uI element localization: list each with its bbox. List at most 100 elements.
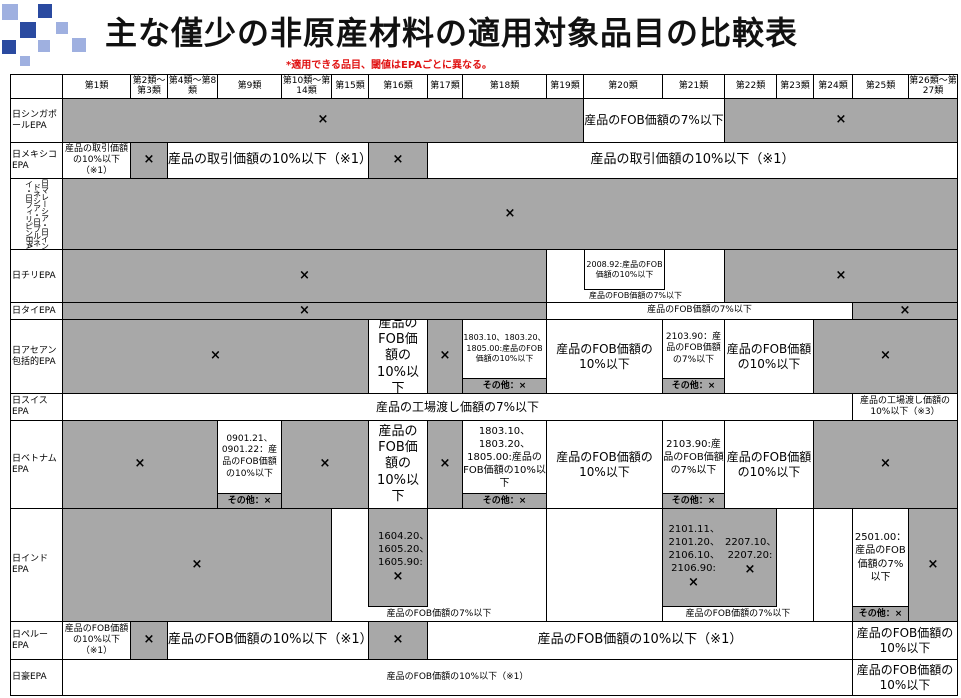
header-cell: 第25類 xyxy=(852,74,909,99)
threshold-cell: 産品のFOB価額の10%以下 xyxy=(368,319,428,394)
threshold-group: 2103.90:産品のFOB価額の7%以下 その他：× xyxy=(662,420,725,509)
not-applicable-cell: × xyxy=(813,420,958,509)
row-label: 日タイEPA xyxy=(10,302,63,320)
header-cell: 第15類 xyxy=(331,74,369,99)
not-applicable-cell: × xyxy=(813,319,958,394)
threshold-text: 産品のFOB価額の7%以下 xyxy=(588,291,683,300)
row-label: 日チリEPA xyxy=(10,249,63,303)
shaded-subcell: 2101.11、2101.20、2106.10、2106.90: × xyxy=(663,509,725,607)
not-applicable-cell: × xyxy=(724,249,958,303)
row-label: 日豪EPA xyxy=(10,659,63,696)
header-cell: 第18類 xyxy=(462,74,547,99)
not-applicable-cell: × xyxy=(724,98,958,143)
row-label: 日マレーシア・日インドネシア・日ブルネイ・日フィリピンEPA xyxy=(10,178,63,250)
row-label: 日シンガポールEPA xyxy=(10,98,63,143)
threshold-group: 2501.00：産品のFOB価額の7%以下 その他：× xyxy=(852,508,909,622)
header-cell: 第24類 xyxy=(813,74,853,99)
threshold-text: 産品のFOB価額の7%以下 xyxy=(685,608,791,619)
threshold-text: 産品のFOB価額の7%以下 xyxy=(386,608,492,619)
shaded-subcell: 2207.10、2207.20: × xyxy=(724,509,777,607)
not-applicable-cell: × xyxy=(281,420,369,509)
row-label: 日スイスEPA xyxy=(10,393,63,421)
not-applicable-cell: × xyxy=(130,142,168,179)
not-applicable-cell: × xyxy=(62,178,958,250)
threshold-cell: 産品の工場渡し価額の7%以下 xyxy=(62,393,853,421)
header-cell: 第26類～第27類 xyxy=(908,74,958,99)
not-applicable-cell: × xyxy=(62,302,547,320)
threshold-cell: 産品のFOB価額の10%以下（※1） xyxy=(62,621,131,660)
threshold-cell: 産品の工場渡し価額の10%以下（※3） xyxy=(852,393,958,421)
not-applicable-cell: × xyxy=(427,319,463,394)
other-text: その他：× xyxy=(482,495,527,506)
threshold-cell: 1803.10、1803.20、1805.00:産品のFOB価額の10%以下 xyxy=(463,320,546,379)
threshold-cell: 産品のFOB価額の10%以下 xyxy=(368,420,428,509)
not-applicable-cell: × xyxy=(62,249,547,303)
threshold-cell: 産品のFOB価額の10%以下（※1） xyxy=(167,621,369,660)
threshold-cell: 1803.10、1803.20、1805.00:産品のFOB価額の10%以下 xyxy=(463,421,546,494)
header-cell: 第20類 xyxy=(583,74,663,99)
row-label: 日メキシコEPA xyxy=(10,142,63,179)
hs-code-list: 2101.11、2101.20、2106.10、2106.90: xyxy=(668,524,720,575)
header-cell: 第21類 xyxy=(662,74,725,99)
threshold-cell: 産品のFOB価額の10%以下（※1） xyxy=(62,659,853,696)
threshold-cell: 産品のFOB価額の10%以下 xyxy=(852,659,958,696)
row-label: 日アセアン包括的EPA xyxy=(10,319,63,394)
not-applicable-mark: × xyxy=(392,568,404,584)
threshold-cell: 産品のFOB価額の10%以下 xyxy=(724,319,814,394)
not-applicable-cell: × xyxy=(62,319,369,394)
threshold-group: 1604.20、1605.20、1605.90: × 産品のFOB価額の7%以下 xyxy=(331,508,547,622)
not-applicable-cell: × xyxy=(368,142,428,179)
note-text: *適用できる品目、閾値はEPAごとに異なる。 xyxy=(286,60,493,71)
page-title: 主な僅少の非原産材料の適用対象品目の比較表 xyxy=(105,14,799,52)
header-corner xyxy=(10,74,63,99)
row-label: 日ベトナムEPA xyxy=(10,420,63,509)
header-cell: 第4類～第8類 xyxy=(167,74,218,99)
shaded-subcell: 1604.20、1605.20、1605.90: × xyxy=(368,509,430,607)
threshold-cell: 産品のFOB価額の7%以下 xyxy=(546,302,853,320)
threshold-cell: 産品のFOB価額の10%以下 xyxy=(724,420,814,509)
threshold-group: 1803.10、1803.20、1805.00:産品のFOB価額の10%以下 そ… xyxy=(462,319,547,394)
threshold-cell: 産品の取引価額の10%以下（※1） xyxy=(427,142,958,179)
threshold-group: 2103.90：産品のFOB価額の7%以下 その他：× xyxy=(662,319,725,394)
threshold-group: 1803.10、1803.20、1805.00:産品のFOB価額の10%以下 そ… xyxy=(462,420,547,509)
threshold-cell: 2501.00：産品のFOB価額の7%以下 xyxy=(853,509,908,607)
threshold-cell: 産品の取引価額の10%以下（※1） xyxy=(62,142,131,179)
threshold-group: 0901.21、0901.22：産品のFOB価額の10%以下 その他：× xyxy=(217,420,282,509)
threshold-group: 2101.11、2101.20、2106.10、2106.90: × 2207.… xyxy=(662,508,814,622)
not-applicable-cell: × xyxy=(368,621,428,660)
row-label: 日ペルーEPA xyxy=(10,621,63,660)
other-text: その他：× xyxy=(671,380,716,391)
threshold-cell: 産品のFOB価額の10%以下（※1） xyxy=(427,621,853,660)
empty-cell xyxy=(813,508,853,622)
header-cell: 第17類 xyxy=(427,74,463,99)
hs-code-list: 2207.10、2207.20: xyxy=(725,537,777,562)
empty-cell xyxy=(546,508,663,622)
threshold-cell: 0901.21、0901.22：産品のFOB価額の10%以下 xyxy=(218,421,281,494)
threshold-cell: 2103.90:産品のFOB価額の7%以下 xyxy=(663,421,724,494)
other-text: その他：× xyxy=(858,608,903,619)
not-applicable-cell: × xyxy=(62,508,332,622)
decorative-squares xyxy=(0,0,95,68)
threshold-cell: 産品のFOB価額の7%以下 xyxy=(583,98,725,143)
header-cell: 第22類 xyxy=(724,74,777,99)
hs-code-list: 1604.20、1605.20、1605.90: xyxy=(378,530,430,568)
header-cell: 第2類～第3類 xyxy=(130,74,168,99)
not-applicable-cell: × xyxy=(62,98,584,143)
other-text: その他：× xyxy=(482,380,527,391)
header-cell: 第10類～第14類 xyxy=(281,74,332,99)
other-text: その他：× xyxy=(227,495,272,506)
not-applicable-cell: × xyxy=(908,508,958,622)
not-applicable-cell: × xyxy=(427,420,463,509)
threshold-group: 2008.92:産品のFOB価額の10%以下 産品のFOB価額の7%以下 xyxy=(546,249,725,303)
threshold-cell: 産品の取引価額の10%以下（※1） xyxy=(167,142,369,179)
threshold-cell: 2103.90：産品のFOB価額の7%以下 xyxy=(663,320,724,379)
not-applicable-cell: × xyxy=(130,621,168,660)
header-cell: 第9類 xyxy=(217,74,282,99)
not-applicable-mark: × xyxy=(744,562,756,578)
threshold-cell: 産品のFOB価額の10%以下 xyxy=(852,621,958,660)
header-cell: 第23類 xyxy=(776,74,814,99)
row-label: 日インドEPA xyxy=(10,508,63,622)
threshold-cell: 産品のFOB価額の10%以下 xyxy=(546,319,663,394)
not-applicable-cell: × xyxy=(62,420,218,509)
threshold-cell: 産品のFOB価額の10%以下 xyxy=(546,420,663,509)
